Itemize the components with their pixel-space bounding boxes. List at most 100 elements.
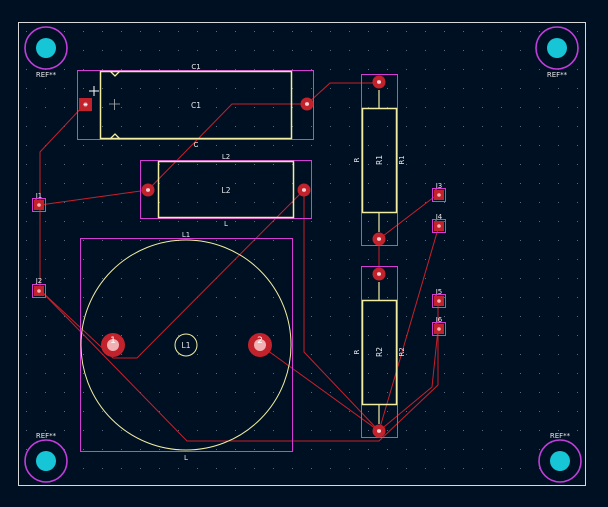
grid-dot <box>406 221 407 222</box>
footprint-l1[interactable]: L1 L1 L 1 2 <box>80 231 293 462</box>
grid-dot <box>406 354 407 355</box>
grid-dot <box>121 69 122 70</box>
grid-dot <box>444 202 445 203</box>
grid-dot <box>558 164 559 165</box>
grid-dot <box>349 69 350 70</box>
grid-dot <box>273 69 274 70</box>
footprint-l2[interactable]: L2 L2 L <box>140 153 312 228</box>
grid-dot <box>159 449 160 450</box>
grid-dot <box>482 430 483 431</box>
anchor-cross-icon <box>109 99 120 110</box>
grid-dot <box>539 31 540 32</box>
footprint-j5[interactable]: J5 <box>432 288 446 308</box>
grid-dot <box>292 50 293 51</box>
grid-dot <box>197 354 198 355</box>
grid-dot <box>159 430 160 431</box>
grid-dot <box>140 145 141 146</box>
grid-dot <box>102 259 103 260</box>
grid-dot <box>539 449 540 450</box>
grid-dot <box>482 316 483 317</box>
grid-dot <box>159 126 160 127</box>
grid-dot <box>235 354 236 355</box>
grid-dot <box>501 278 502 279</box>
grid-dot <box>121 411 122 412</box>
grid-dot <box>159 411 160 412</box>
grid-dot <box>558 297 559 298</box>
grid-dot <box>235 221 236 222</box>
grid-dot <box>349 392 350 393</box>
footprint-c1[interactable]: C1 C1 C <box>77 63 314 149</box>
grid-dot <box>102 316 103 317</box>
grid-dot <box>64 164 65 165</box>
grid-dot <box>254 392 255 393</box>
grid-dot <box>520 202 521 203</box>
grid-dot <box>330 107 331 108</box>
grid-dot <box>26 392 27 393</box>
grid-dot <box>235 202 236 203</box>
grid-dot <box>387 69 388 70</box>
grid-dot <box>45 316 46 317</box>
mounting-hole-br[interactable]: REF** <box>538 432 582 483</box>
footprint-r2[interactable]: R R2 R2 <box>353 266 406 438</box>
grid-dot <box>254 126 255 127</box>
ref-label: R2 <box>398 347 406 356</box>
grid-dot <box>159 278 160 279</box>
mounting-hole-bl[interactable]: REF** <box>24 432 68 483</box>
grid-dot <box>197 88 198 89</box>
grid-dot <box>425 126 426 127</box>
grid-dot <box>330 468 331 469</box>
mounting-hole-tr[interactable]: REF** <box>535 26 579 79</box>
grid-dot <box>273 202 274 203</box>
footprint-r1[interactable]: R R1 R1 <box>353 74 406 246</box>
grid-dot <box>349 297 350 298</box>
grid-dot <box>273 145 274 146</box>
footprint-j3[interactable]: J3 <box>432 182 446 202</box>
grid-dot <box>140 411 141 412</box>
footprint-j4[interactable]: J4 <box>432 213 446 233</box>
grid-dot <box>577 107 578 108</box>
footprint-j2[interactable]: J2 <box>32 277 46 298</box>
mounting-hole-pad <box>36 38 56 58</box>
grid-dot <box>26 354 27 355</box>
grid-dot <box>26 202 27 203</box>
grid-dot <box>311 145 312 146</box>
grid-dot <box>387 449 388 450</box>
courtyard <box>361 74 398 246</box>
grid-dot <box>501 430 502 431</box>
footprint-j1[interactable]: J1 <box>32 192 46 212</box>
fab-label: L2 <box>222 186 231 195</box>
grid-dot <box>349 107 350 108</box>
grid-dot <box>406 373 407 374</box>
grid-dot <box>45 335 46 336</box>
grid-dot <box>273 107 274 108</box>
grid-dot <box>558 240 559 241</box>
grid-dot <box>216 183 217 184</box>
ref-label: J4 <box>435 213 443 221</box>
grid-dot <box>482 335 483 336</box>
grid-dot <box>558 259 559 260</box>
grid-dot <box>330 335 331 336</box>
pad-hole <box>254 339 266 351</box>
grid-dot <box>292 126 293 127</box>
grid-dot <box>273 373 274 374</box>
grid-dot <box>577 202 578 203</box>
grid-dot <box>501 297 502 298</box>
footprint-j6[interactable]: J6 <box>432 316 446 336</box>
grid-dot <box>311 373 312 374</box>
grid-dot <box>444 259 445 260</box>
grid-dot <box>45 221 46 222</box>
grid-dot <box>349 430 350 431</box>
grid-dot <box>216 221 217 222</box>
grid-dot <box>197 259 198 260</box>
grid-dot <box>64 202 65 203</box>
grid-dot <box>482 69 483 70</box>
grid-dot <box>216 392 217 393</box>
grid-dot <box>330 240 331 241</box>
grid-dot <box>425 430 426 431</box>
grid-dot <box>425 202 426 203</box>
grid-dot <box>216 145 217 146</box>
mounting-hole-tl[interactable]: REF** <box>24 26 68 79</box>
grid-dot <box>425 335 426 336</box>
grid-dot <box>292 69 293 70</box>
